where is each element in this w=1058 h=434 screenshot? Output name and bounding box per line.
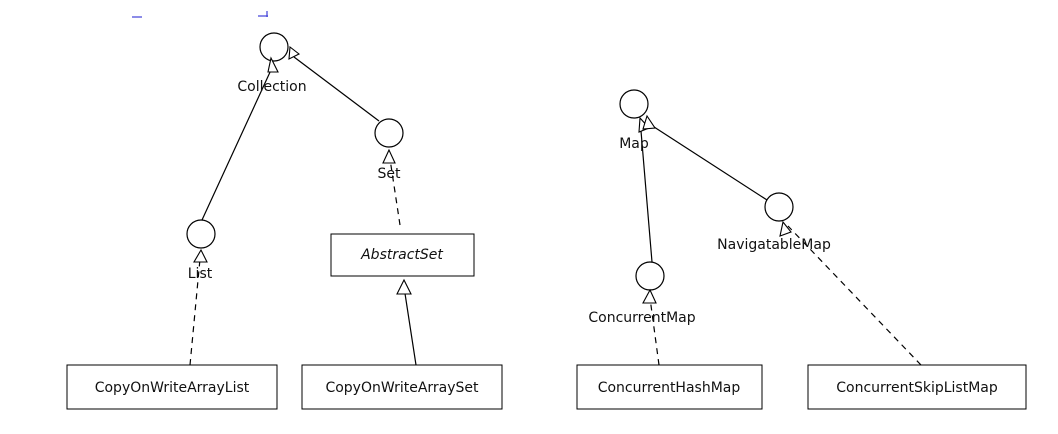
class-box-cowas [301, 364, 503, 410]
class-box-cowal [66, 364, 278, 410]
interface-circle-map [619, 89, 649, 119]
interface-label-list: List [188, 266, 213, 282]
edge-set-to-collection [293, 56, 380, 122]
edge-list-to-collection [201, 69, 272, 221]
class-box-chm [576, 364, 763, 410]
edge-abstractset-to-set [389, 158, 401, 226]
arrowhead-cowas-abstractset [396, 278, 412, 295]
class-label-chm: ConcurrentHashMap [598, 380, 741, 396]
edge-cowas-to-abstractset [403, 286, 417, 366]
interface-label-concurrentmap: ConcurrentMap [588, 310, 695, 326]
arrowhead-chm-concurrentmap [642, 288, 657, 304]
interface-circle-collection [259, 32, 289, 62]
interface-label-set: Set [378, 166, 402, 182]
arrowhead-cowal-list [193, 248, 208, 263]
interface-label-navigablemap: NavigatableMap [717, 237, 831, 253]
class-box-abstractset [330, 233, 475, 277]
arrowhead-abstractset-set [382, 148, 396, 164]
edge-cowal-to-list [189, 258, 201, 366]
class-label-cslm: ConcurrentSkipListMap [836, 380, 998, 396]
interface-circle-list [186, 219, 216, 249]
interface-label-map: Map [619, 136, 649, 152]
interface-circle-navigablemap [764, 192, 794, 222]
class-label-cowas: CopyOnWriteArraySet [325, 380, 479, 396]
edge-concurrentmap-to-map [639, 118, 653, 263]
edge-chm-to-concurrentmap [649, 297, 660, 366]
interface-circle-concurrentmap [635, 261, 665, 291]
class-label-cowal: CopyOnWriteArrayList [95, 380, 250, 396]
interface-label-collection: Collection [237, 79, 306, 95]
arrowhead-list-collection [267, 56, 279, 73]
arrowhead-cslm-navigablemap [779, 220, 792, 237]
interface-circle-set [374, 118, 404, 148]
arrowhead-set-collection [288, 45, 301, 60]
class-box-cslm [807, 364, 1027, 410]
edge-navigablemap-to-map [650, 124, 768, 201]
arrowhead-navigablemap-map [642, 114, 656, 130]
class-label-abstractset: AbstractSet [360, 247, 443, 263]
